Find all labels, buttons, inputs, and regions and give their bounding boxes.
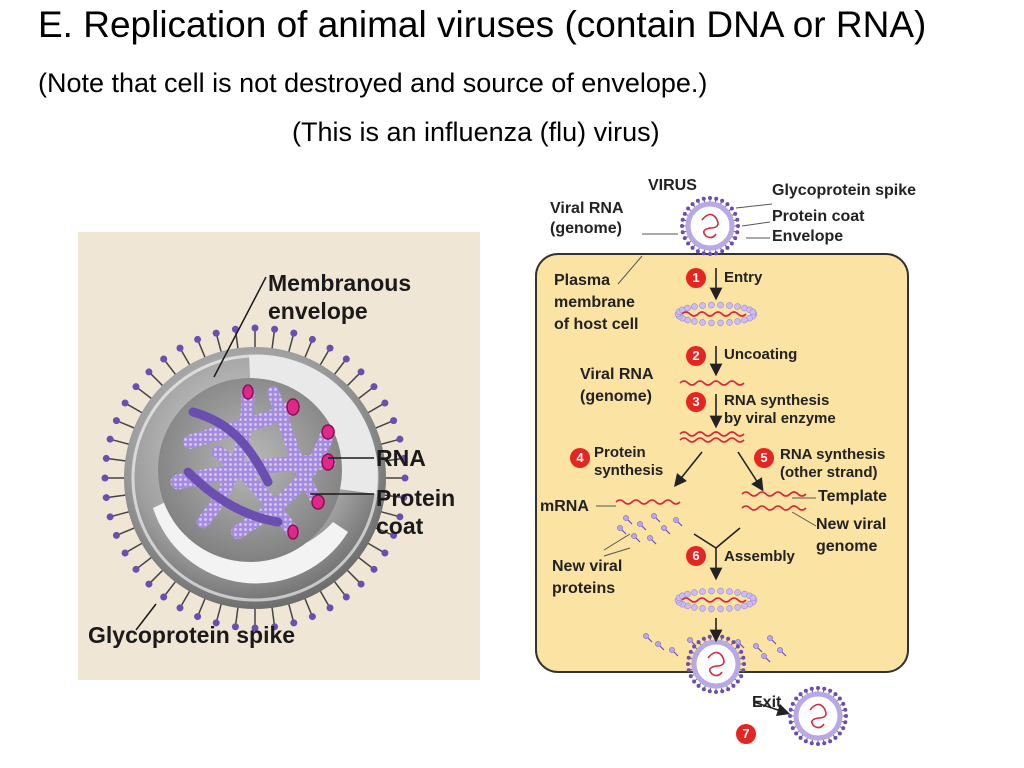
step-4-label-line2: synthesis: [594, 462, 664, 479]
capsids: [674, 301, 758, 613]
protein-dots: [617, 513, 787, 663]
step-3-badge: 3: [686, 392, 706, 412]
step-1-badge: 1: [686, 268, 706, 288]
viral-rna-label-line2: (genome): [580, 388, 652, 405]
protein-coat-label-line1: Protein: [376, 485, 456, 511]
virion-cutaway-panel: Membranous envelope RNA Protein coat Gly…: [78, 232, 480, 680]
step-6-badge: 6: [686, 546, 706, 566]
glycoprotein-spike-label: Glycoprotein spike: [88, 622, 296, 648]
rna-ends: [242, 384, 335, 540]
label-leaders-right: [596, 203, 817, 557]
step-6-label: Assembly: [724, 548, 795, 565]
virion-cutaway-illustration: [101, 276, 409, 632]
viral-rna-genome-label-line2: (genome): [550, 220, 622, 237]
rna-strands: [615, 311, 807, 603]
membranous-envelope-label-line1: Membranous: [268, 270, 412, 296]
step-4-badge: 4: [570, 448, 590, 468]
flow-arrows: [674, 268, 791, 717]
replication-cycle-illustration: [535, 196, 909, 746]
plasma-membrane-label-line1: Plasma: [554, 272, 611, 289]
step-5-label-line2: (other strand): [780, 464, 878, 481]
viral-rna-label-line1: Viral RNA: [580, 366, 654, 383]
glycoprotein-spikes: [101, 324, 409, 632]
virus-label: VIRUS: [648, 177, 697, 194]
mrna-label: mRNA: [540, 498, 589, 515]
template-label: Template: [818, 488, 888, 505]
replication-cycle-diagram: VIRUS Glycoprotein spike Protein coat En…: [530, 176, 930, 768]
step-5-label-line1: RNA synthesis: [780, 446, 886, 463]
new-viral-genome-label-line1: New viral: [816, 516, 887, 533]
assembly-fork: [693, 527, 741, 549]
step-5-badge: 5: [754, 448, 774, 468]
label-leaders: [135, 276, 374, 631]
glycoprotein-spike-label-right: Glycoprotein spike: [772, 182, 917, 199]
new-viral-proteins-label-line2: proteins: [552, 580, 616, 597]
step-7-badge: 7: [736, 724, 756, 744]
plasma-membrane-label-line3: of host cell: [554, 316, 639, 333]
step-3-label-line1: RNA synthesis: [724, 392, 830, 409]
envelope-label: Envelope: [772, 228, 844, 245]
viral-rna-genome-label-line1: Viral RNA: [550, 200, 624, 217]
protein-coat-label-right: Protein coat: [772, 208, 865, 225]
new-viral-genome-label-line2: genome: [816, 538, 878, 555]
step-2-label: Uncoating: [724, 346, 798, 363]
flu-note: (This is an influenza (flu) virus): [292, 117, 660, 147]
slide-title: E. Replication of animal viruses (contai…: [38, 4, 927, 45]
step-7-label: Exit: [752, 694, 782, 711]
step-1-label: Entry: [724, 269, 763, 286]
step-4-label-line1: Protein: [594, 444, 646, 461]
new-viral-proteins-label-line1: New viral: [552, 558, 623, 575]
step-2-badge: 2: [686, 346, 706, 366]
membranous-envelope-label-line2: envelope: [268, 298, 368, 324]
slide-note: (Note that cell is not destroyed and sou…: [38, 68, 708, 98]
rna-nucleocapsids: [170, 385, 336, 539]
step-3-label-line2: by viral enzyme: [724, 410, 836, 427]
plasma-membrane-label-line2: membrane: [554, 294, 635, 311]
virus-particles: [680, 196, 848, 746]
protein-coat-label-line2: coat: [376, 513, 424, 539]
rna-label: RNA: [376, 445, 426, 471]
